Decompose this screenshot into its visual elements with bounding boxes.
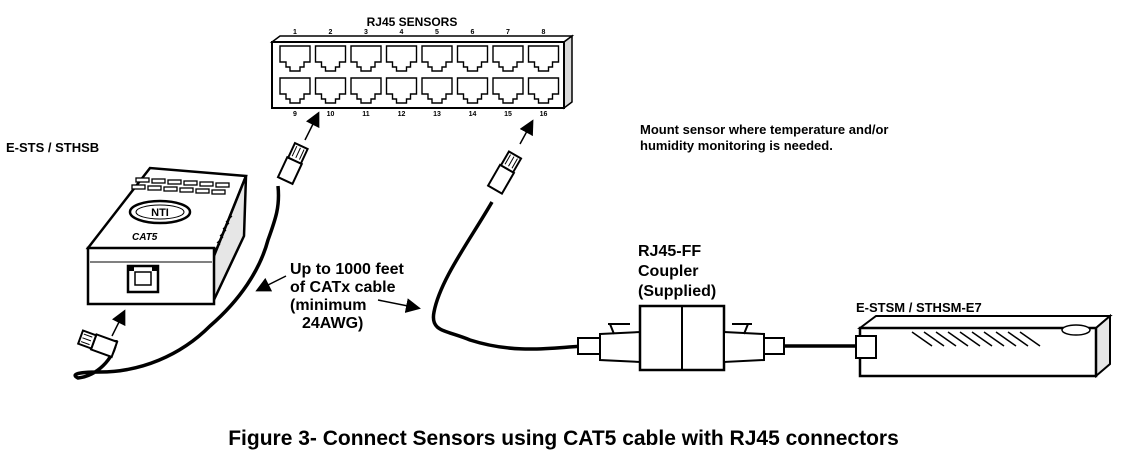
port-number: 12: [398, 111, 406, 118]
mount-note: Mount sensor where temperature and/or hu…: [640, 122, 889, 153]
port-number: 3: [364, 29, 368, 36]
rj45-plug-icon: [486, 150, 523, 195]
rj45-ff-coupler: [577, 304, 785, 372]
port-number: 9: [293, 111, 297, 118]
port-number: 14: [469, 111, 477, 118]
sensor-unit: [855, 313, 1113, 379]
port-number: 16: [540, 111, 548, 118]
cable-base-to-panel: [73, 185, 281, 380]
arrow-icon: [377, 298, 421, 314]
mount-note-line: humidity monitoring is needed.: [640, 138, 833, 153]
sensor-unit-title: E-STSM / STHSM-E7: [856, 300, 982, 315]
rj45-port-icon: [350, 45, 382, 72]
arrow-icon: [304, 111, 320, 141]
rj45-port-icon: [314, 45, 347, 72]
port-number: 6: [471, 29, 475, 36]
cat5-port-label: CAT5: [132, 232, 158, 243]
cable-note: Up to 1000 feet of CATx cable (minimum 2…: [290, 261, 404, 332]
rj45-port-icon: [279, 45, 311, 72]
cable-note-line: (minimum: [290, 297, 366, 314]
cable-note-line: 24AWG): [302, 315, 363, 332]
coupler-note-line: Coupler: [638, 263, 698, 280]
logo-text: NTI: [151, 207, 169, 219]
rj45-port-icon: [456, 45, 489, 72]
rj45-port-icon: [456, 77, 489, 104]
rj45-sensors-title: RJ45 SENSORS: [367, 15, 458, 29]
rj45-port-icon: [492, 45, 524, 72]
coupler-note: RJ45-FF Coupler (Supplied): [638, 243, 716, 300]
port-number: 1: [293, 29, 297, 36]
rj45-port-icon: [350, 77, 382, 104]
base-unit-title: E-STS / STHSB: [6, 140, 99, 155]
rj45-plug-icon: [276, 141, 309, 186]
cable-note-line: Up to 1000 feet: [290, 261, 404, 278]
cable-note-line: of CATx cable: [290, 279, 396, 296]
port-number: 13: [433, 111, 441, 118]
rj45-port-icon: [492, 77, 524, 104]
rj45-port-icon: [527, 77, 560, 104]
arrow-icon: [111, 309, 126, 337]
cable-panel-to-coupler: [431, 201, 591, 351]
port-number: 10: [327, 111, 335, 118]
rj45-port-icon: [314, 77, 347, 104]
port-number: 15: [504, 111, 512, 118]
port-number: 5: [435, 29, 439, 36]
rj45-port-icon: [385, 45, 418, 72]
coupler-note-line: RJ45-FF: [638, 243, 701, 260]
arrow-icon: [255, 275, 287, 292]
rj45-port-icon: [527, 45, 560, 72]
base-unit: NTI CAT5: [85, 166, 248, 306]
rj45-port-icon: [385, 77, 418, 104]
coupler-note-line: (Supplied): [638, 283, 716, 300]
figure-caption: Figure 3- Connect Sensors using CAT5 cab…: [228, 427, 899, 450]
rj45-plug-icon: [76, 329, 119, 359]
rj45-port-icon: [421, 45, 453, 72]
arrow-icon: [519, 119, 534, 145]
port-number: 4: [400, 29, 404, 36]
mount-note-line: Mount sensor where temperature and/or: [640, 122, 889, 137]
rj45-port-icon: [421, 77, 453, 104]
port-number: 2: [329, 29, 333, 36]
port-number: 8: [542, 29, 546, 36]
rj45-port-icon: [279, 77, 311, 104]
port-number: 7: [506, 29, 510, 36]
port-number: 11: [362, 111, 370, 118]
